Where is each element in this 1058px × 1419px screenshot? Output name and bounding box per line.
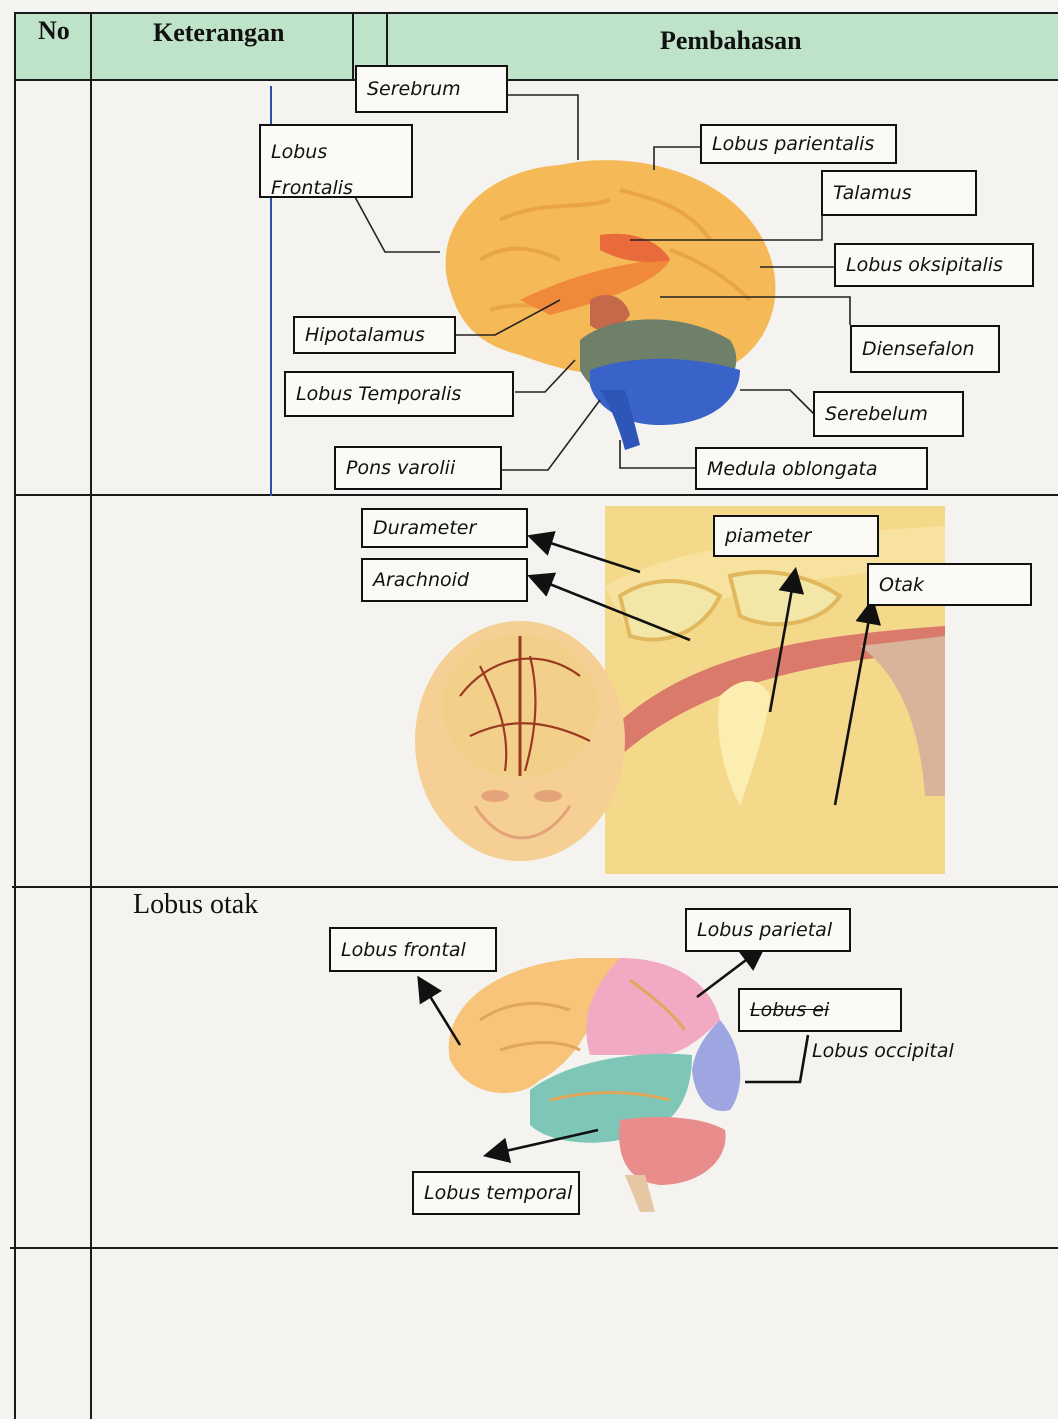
header-bottom-border — [14, 79, 1058, 81]
label-lobus-frontalis-line1: Lobus — [271, 141, 328, 163]
label-lobus-parietal: Lobus parietal — [685, 908, 851, 952]
label-diensefalon-text: Diensefalon — [862, 338, 975, 360]
meninges-illustration — [415, 506, 945, 874]
label-talamus: Talamus — [821, 170, 977, 216]
label-lobus-struck-text: Lobus ei — [750, 999, 830, 1021]
label-lobus-parientalis: Lobus parientalis — [700, 124, 897, 164]
label-serebrum: Serebrum — [355, 65, 508, 113]
label-piameter-text: piameter — [725, 525, 812, 547]
label-lobus-frontal-text: Lobus frontal — [341, 938, 466, 961]
label-lobus-temporal: Lobus temporal — [412, 1171, 580, 1215]
label-pons-varolii: Pons varolii — [334, 446, 502, 490]
table-header — [14, 12, 1058, 80]
label-lobus-parietal-text: Lobus parietal — [697, 919, 833, 941]
header-no: No — [38, 16, 70, 45]
label-serebelum: Serebelum — [813, 391, 964, 437]
label-lobus-temporalis: Lobus Temporalis — [284, 371, 514, 417]
label-arachnoid-text: Arachnoid — [373, 569, 469, 591]
label-medula-oblongata-text: Medula oblongata — [707, 457, 878, 480]
label-arachnoid: Arachnoid — [361, 558, 528, 602]
header-pembahasan: Pembahasan — [660, 26, 802, 55]
label-hipotalamus-text: Hipotalamus — [305, 324, 425, 346]
label-diensefalon: Diensefalon — [850, 325, 1000, 373]
row1-leader-lines — [354, 94, 851, 471]
label-serebelum-text: Serebelum — [825, 403, 928, 425]
label-piameter: piameter — [713, 515, 879, 557]
row-divider-2 — [12, 886, 1058, 888]
col-divider-header-a — [352, 14, 354, 80]
col-divider-header-b — [386, 14, 388, 80]
label-durameter: Durameter — [361, 508, 528, 548]
label-pons-varolii-text: Pons varolii — [346, 457, 456, 479]
label-lobus-oksipitalis-text: Lobus oksipitalis — [846, 254, 1003, 276]
row-divider-3 — [10, 1247, 1058, 1249]
label-otak: Otak — [867, 563, 1032, 606]
row2-arrows — [527, 531, 882, 806]
label-lobus-occipital: Lobus occipital — [812, 1040, 954, 1062]
table-left-border — [14, 12, 16, 1419]
label-lobus-temporalis-text: Lobus Temporalis — [296, 383, 462, 405]
label-lobus-frontalis-line2: Frontalis — [271, 177, 353, 198]
label-medula-oblongata: Medula oblongata — [695, 447, 928, 490]
row-divider-1 — [14, 494, 1058, 496]
label-lobus-struck: Lobus ei — [738, 988, 902, 1032]
label-lobus-oksipitalis: Lobus oksipitalis — [834, 243, 1034, 287]
row3-title: Lobus otak — [133, 889, 259, 920]
header-keterangan: Keterangan — [153, 18, 285, 47]
label-lobus-frontalis: Lobus Frontalis — [259, 124, 413, 198]
table-top-border — [14, 12, 1058, 14]
label-hipotalamus: Hipotalamus — [293, 316, 456, 354]
row3-arrows — [417, 944, 810, 1164]
label-talamus-text: Talamus — [833, 182, 912, 204]
blue-margin-line — [270, 86, 272, 496]
label-lobus-frontal: Lobus frontal — [329, 927, 497, 972]
label-lobus-parientalis-text: Lobus parientalis — [712, 133, 875, 155]
brain-lobes-illustration — [448, 958, 741, 1212]
label-serebrum-text: Serebrum — [367, 78, 461, 100]
col-divider-no — [90, 12, 92, 1419]
label-durameter-text: Durameter — [373, 517, 477, 539]
brain-sagittal-illustration — [445, 160, 776, 450]
label-otak-text: Otak — [879, 573, 925, 596]
label-lobus-temporal-text: Lobus temporal — [424, 1182, 573, 1204]
